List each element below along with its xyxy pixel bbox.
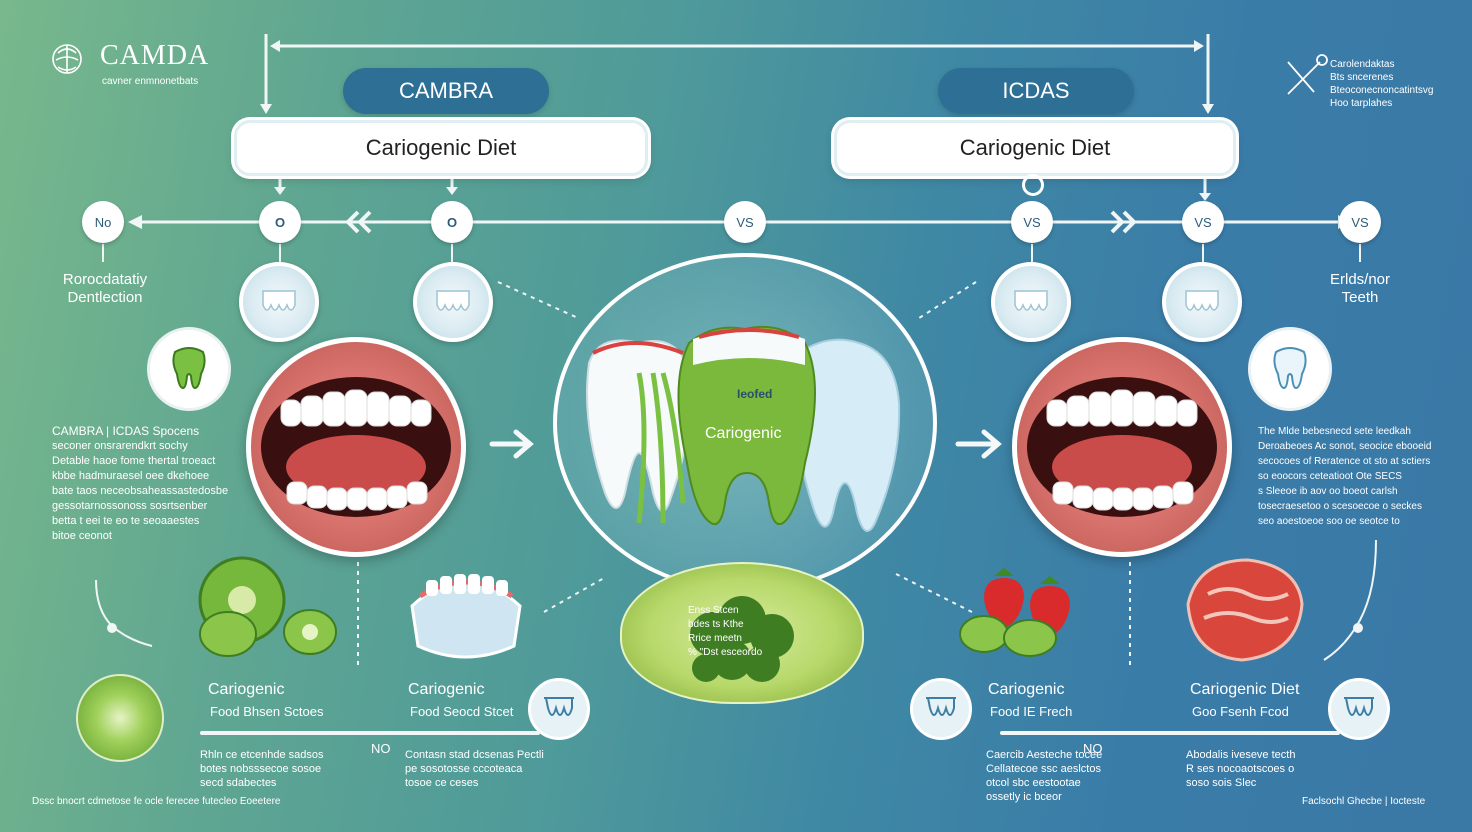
tooth-badge-4 xyxy=(1162,262,1242,342)
right-no-label: NO xyxy=(1083,741,1103,756)
cambra-pill: CAMBRA xyxy=(343,68,549,114)
timeline-node-1: No xyxy=(82,201,124,243)
tooth-row-icon xyxy=(436,290,470,311)
top-right-note: Carolendaktas Bts sncerenes Bteoconecnon… xyxy=(1330,59,1434,109)
brand-subtitle: cavner enmnonetbats xyxy=(102,76,199,87)
timeline-node-6: VS xyxy=(1182,201,1224,243)
timeline-node-2: O xyxy=(259,201,301,243)
meat-image xyxy=(1178,554,1308,664)
food-title-left2: Cariogenic xyxy=(408,681,485,698)
food-sub-left1: Food Bhsen Sctoes xyxy=(210,704,324,719)
footer-right: Faclsochl Ghecbe | Iocteste xyxy=(1302,796,1426,807)
tooth-badge-3 xyxy=(991,262,1071,342)
tooth-main-label: Cariogenic xyxy=(705,425,782,442)
kiwi-slice-icon xyxy=(76,674,164,762)
food-title-right2: Cariogenic Diet xyxy=(1190,681,1300,698)
timeline-node-3: O xyxy=(431,201,473,243)
center-food-text: Enss Stcen bdes ts Kthe Rrice meetn % "D… xyxy=(688,605,763,658)
right-divider xyxy=(1000,731,1340,735)
right-diet-box: Cariogenic Diet xyxy=(834,120,1236,176)
denture-image xyxy=(406,566,526,662)
tooth-row-icon xyxy=(1185,290,1219,311)
tooth-badge-1 xyxy=(239,262,319,342)
right-timeline-label: Erlds/nor Teeth xyxy=(1329,271,1391,306)
timeline-node-5: VS xyxy=(1011,201,1053,243)
hollow-circle-icon xyxy=(1022,174,1044,196)
tooth-row-icon xyxy=(262,290,296,311)
food-title-left1: Cariogenic xyxy=(208,681,285,698)
blue-tooth-icon xyxy=(1248,327,1332,411)
food-sub-right1: Food IE Frech xyxy=(990,704,1073,719)
timeline-node-7: VS xyxy=(1339,201,1381,243)
tooth-badge-2 xyxy=(413,262,493,342)
center-food-image: Enss Stcen bdes ts Kthe Rrice meetn % "D… xyxy=(620,562,864,704)
center-teeth-circle: Ieofed Cariogenic xyxy=(553,253,937,593)
food-title-right1: Cariogenic xyxy=(988,681,1065,698)
tooth-circle-icon-mid xyxy=(910,678,972,740)
brand-logo-text: CAMDA xyxy=(100,40,210,71)
left-divider xyxy=(200,731,540,735)
tooth-circle-icon-right xyxy=(1328,678,1390,740)
green-tooth-icon xyxy=(147,327,231,411)
left-timeline-label: Rorocdatatiy Dentlection xyxy=(62,271,148,306)
tooth-top-label: Ieofed xyxy=(737,387,773,401)
food-sub-left2: Food Seocd Stcet xyxy=(410,704,514,719)
left-description-block: CAMBRA | ICDAS Spocens seconer onsrarend… xyxy=(52,424,229,542)
right-mouth-image xyxy=(1012,337,1232,557)
food-sub-right2: Goo Fsenh Fcod xyxy=(1192,704,1289,719)
right-description-block: The Mlde bebesnecd sete leedkah Deroabeo… xyxy=(1258,426,1432,527)
tooth-circle-icon-left xyxy=(528,678,590,740)
syringe-icon xyxy=(1284,52,1330,98)
kiwi-image xyxy=(184,556,338,660)
strawberry-kiwi-image xyxy=(958,558,1098,660)
tooth-row-icon xyxy=(1014,290,1048,311)
left-no-label: NO xyxy=(371,741,391,756)
icdas-pill: ICDAS xyxy=(938,68,1134,114)
left-diet-box: Cariogenic Diet xyxy=(234,120,648,176)
left-mouth-image xyxy=(246,337,466,557)
brand-logo-icon xyxy=(46,38,88,80)
footer-left: Dssc bnocrt cdmetose fe ocle ferecee fut… xyxy=(32,796,281,807)
timeline-node-4: VS xyxy=(724,201,766,243)
